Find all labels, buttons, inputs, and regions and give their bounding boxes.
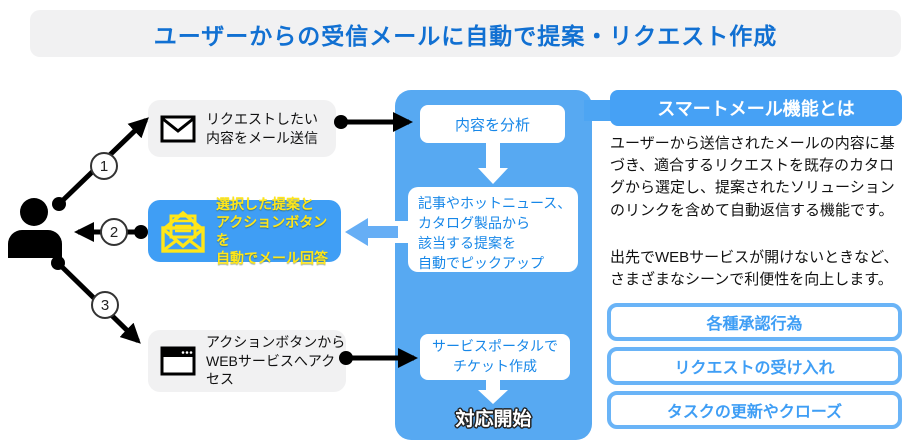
flow-box-analyze-label: 内容を分析 <box>454 116 530 134</box>
usecase-approval: 各種承認行為 <box>607 303 902 341</box>
step1-number-badge: 1 <box>90 152 118 180</box>
step3-number: 3 <box>100 296 110 314</box>
info-heading-label: スマートメール機能とは <box>657 99 855 119</box>
info-paragraph-2: 出先でWEBサービスが開けないときなど、さまざまなシーンで利便性を向上します。 <box>610 249 899 289</box>
open-envelope-icon <box>161 210 205 253</box>
info-heading: スマートメール機能とは <box>610 90 902 126</box>
info-paragraph-1: ユーザーから送信されたメールの内容に基づき、適合するリクエストを既存のカタログか… <box>610 135 895 219</box>
closed-envelope-icon <box>160 115 196 142</box>
flow-box-analyze: 内容を分析 <box>420 105 565 143</box>
usecase-task-update: タスクの更新やクローズ <box>607 391 902 429</box>
person-icon <box>8 198 62 258</box>
step1-box: リクエストしたい 内容をメール送信 <box>148 100 336 157</box>
flow-result-label: 対応開始 <box>455 409 532 430</box>
left-arrow-to-step2 <box>345 218 398 246</box>
step2-number-badge: 2 <box>100 218 128 246</box>
flow-box-ticket: サービスポータルで チケット作成 <box>420 334 570 380</box>
step3-number-badge: 3 <box>91 291 119 319</box>
browser-window-icon <box>160 346 196 376</box>
panel-header-connector <box>584 100 614 121</box>
page-title: ユーザーからの受信メールに自動で提案・リクエスト作成 <box>153 22 778 49</box>
step2-label: 選択した提案と アクションボタンを 自動でメール回答 <box>216 195 328 267</box>
step3-label: アクションボタンから WEBサービスへアクセス <box>206 333 346 388</box>
step1-label: リクエストしたい 内容をメール送信 <box>206 110 318 146</box>
usecase-request-accept: リクエストの受け入れ <box>607 347 902 385</box>
step1-number: 1 <box>99 157 109 175</box>
step2-box: 選択した提案と アクションボタンを 自動でメール回答 <box>148 196 341 266</box>
arrow-step2-dot <box>134 225 148 239</box>
arrow-step1-to-panel-dot <box>334 115 348 129</box>
title-banner: ユーザーからの受信メールに自動で提案・リクエスト作成 <box>30 10 901 57</box>
step2-number: 2 <box>109 223 119 241</box>
flow-box-pickup: 記事やホットニュース、 カタログ製品から 該当する提案を 自動でピックアップ <box>408 187 578 272</box>
step3-box: アクションボタンから WEBサービスへアクセス <box>148 330 346 392</box>
